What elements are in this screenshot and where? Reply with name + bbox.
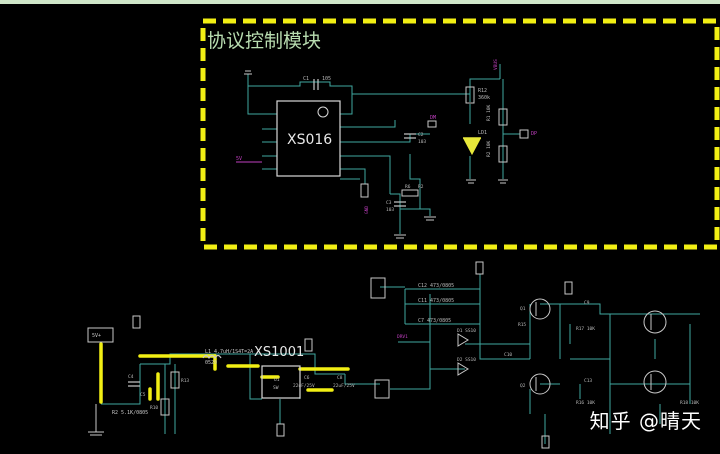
protocol-module-title: 协议控制模块 (207, 30, 321, 52)
cap-c4 (128, 381, 140, 387)
top-wires (247, 64, 520, 234)
port-left-mid (370, 277, 386, 299)
label-q1: Q1 (520, 306, 526, 312)
label-r12: R12 (478, 88, 487, 94)
label-c1-val: 105 (322, 76, 331, 82)
chip-xs1001 (261, 365, 301, 399)
connector-5v (87, 327, 114, 343)
label-d2: D2 SS10 (457, 357, 476, 363)
label-conn5v: 5V+ (92, 333, 101, 339)
label-c6: C6 (304, 375, 310, 381)
label-r16: R16 10K (576, 400, 595, 406)
label-c5: C5 (140, 392, 146, 398)
bottom-wires (100, 274, 700, 444)
mosfet-left-bottom (529, 373, 551, 395)
net-vbus: VBUS (493, 59, 499, 70)
led-ld1 (463, 138, 481, 156)
label-r6-val: R2 (418, 184, 424, 190)
label-r2: R2 5.1K/0805 (112, 410, 148, 416)
schematic-canvas: 协议控制模块 XS016 C1 105 R12 360k (87, 18, 720, 449)
port-top-right (564, 281, 573, 295)
port-dp (519, 129, 529, 139)
net-dp: DP (531, 131, 537, 137)
protocol-module-frame (200, 18, 720, 250)
net-dm: DM (430, 115, 436, 121)
cap-c2 (404, 133, 416, 139)
diode-d1 (457, 333, 469, 347)
label-r15: R15 (518, 322, 526, 328)
port-top-mid (475, 261, 484, 275)
label-r13: R13 (181, 378, 189, 384)
label-sw: SW (273, 385, 279, 391)
label-ld1: LD1 (478, 130, 487, 136)
chip-xs016-pin1-dot (317, 106, 329, 118)
resistor-r13 (170, 371, 180, 389)
label-q2: Q2 (520, 383, 526, 389)
port-drv (374, 379, 390, 399)
label-c2: C2 (418, 132, 424, 138)
label-r-bottom: R2 10K (486, 140, 492, 157)
label-c12: C12 473/0805 (418, 283, 454, 289)
label-r17: R17 10K (576, 326, 595, 332)
label-c4: C4 (128, 374, 134, 380)
port-bottom-right (541, 435, 550, 449)
net-gnd-top: GND (364, 206, 370, 214)
label-c9: C9 (584, 300, 590, 306)
label-c8: C8 (337, 375, 343, 381)
label-c7: C7 473/0805 (418, 318, 451, 324)
gnd-port-top (360, 183, 369, 198)
label-c10: C10 (504, 352, 512, 358)
label-l1b: 0520 (205, 360, 217, 366)
label-r10: R10 (150, 405, 158, 411)
label-r12-val: 360k (478, 95, 490, 101)
resistor-r1-top (498, 108, 508, 126)
label-c11: C11 473/0805 (418, 298, 454, 304)
mosfet-left-top (529, 298, 551, 320)
highlight-traces (99, 342, 350, 404)
resistor-r6 (401, 189, 419, 197)
cap-c1 (313, 79, 319, 90)
chip-xs016 (276, 100, 341, 177)
label-drv: DRV1 (397, 334, 408, 340)
label-l1: L1 4.7uH/1S4T=2A (205, 349, 253, 355)
label-c8-val: 22uF/25V (333, 383, 355, 389)
inductor-l1 (202, 354, 222, 360)
watermark: 知乎 @晴天 (589, 409, 702, 433)
label-u1-small: U1 (274, 377, 280, 383)
resistor-r2-top (498, 145, 508, 163)
port-bottom-left (132, 315, 141, 329)
ground-symbol-bottom (88, 404, 104, 436)
ground-symbols-top (244, 70, 508, 239)
resistor-r10 (160, 398, 170, 416)
port-bottom-chip (276, 423, 285, 437)
label-c1: C1 (303, 76, 309, 82)
resistor-r12 (465, 86, 475, 104)
label-c3-val: 103 (386, 207, 394, 213)
port-dm (427, 120, 437, 128)
label-c2-val: 103 (418, 139, 426, 145)
mosfet-right-top (643, 310, 667, 334)
label-d1: D1 SS10 (457, 328, 476, 334)
cap-c3 (394, 201, 406, 207)
mosfet-right-bottom (643, 370, 667, 394)
chip-xs016-label: XS016 (287, 132, 332, 148)
chip-xs1001-label: XS1001 (254, 345, 304, 360)
diode-d2 (457, 362, 469, 376)
net-vin-top: 5V (236, 156, 242, 162)
label-r6: R6 (405, 184, 411, 190)
label-c13: C13 (584, 378, 592, 384)
label-r18: R18 10K (680, 400, 699, 406)
label-r-top: R1 10K (486, 104, 492, 121)
port-chip-top (304, 338, 313, 352)
label-c6-val: 22uF/25V (293, 383, 315, 389)
label-c3: C3 (386, 200, 392, 206)
